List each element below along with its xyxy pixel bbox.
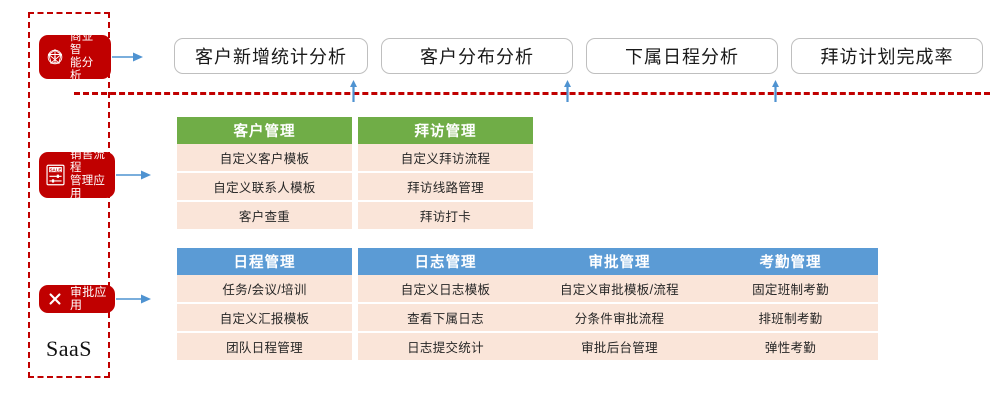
- table-row[interactable]: 团队日程管理: [177, 333, 352, 360]
- badge-approval-app-label: 审批应用: [70, 285, 107, 312]
- svg-text:SALE: SALE: [49, 167, 61, 172]
- table-row[interactable]: 自定义联系人模板: [177, 173, 352, 202]
- badge-sales-process-app[interactable]: SALE 销售流程 管理应用: [39, 149, 115, 200]
- horizontal-dashed-divider: [74, 92, 990, 95]
- table-log-management: 日志管理 自定义日志模板 查看下属日志 日志提交统计: [358, 248, 533, 360]
- table-header: 考勤管理: [703, 248, 878, 275]
- badge-approval-app[interactable]: 审批应用: [39, 285, 115, 313]
- top-button-customer-growth-analysis[interactable]: 客户新增统计分析: [174, 38, 368, 74]
- table-row[interactable]: 审批后台管理: [532, 333, 707, 360]
- table-row[interactable]: 自定义客户模板: [177, 144, 352, 173]
- table-attendance-management: 考勤管理 固定班制考勤 排班制考勤 弹性考勤: [703, 248, 878, 360]
- table-header: 日程管理: [177, 248, 352, 275]
- sale-sliders-icon: SALE: [44, 163, 66, 187]
- top-button-visit-plan-completion-rate[interactable]: 拜访计划完成率: [791, 38, 983, 74]
- table-row[interactable]: 客户查重: [177, 202, 352, 229]
- arrow-bi-to-analysis: [112, 51, 144, 63]
- table-header: 拜访管理: [358, 117, 533, 144]
- table-row[interactable]: 任务/会议/培训: [177, 275, 352, 304]
- up-arrow-2: [562, 80, 573, 102]
- table-visit-management: 拜访管理 自定义拜访流程 拜访线路管理 拜访打卡: [358, 117, 533, 229]
- table-row[interactable]: 拜访线路管理: [358, 173, 533, 202]
- table-row[interactable]: 排班制考勤: [703, 304, 878, 333]
- badge-business-intelligence[interactable]: 商业智 能分析: [39, 31, 111, 82]
- table-row[interactable]: 自定义拜访流程: [358, 144, 533, 173]
- network-graph-icon: [44, 45, 66, 69]
- table-header: 日志管理: [358, 248, 533, 275]
- up-arrow-3: [770, 80, 781, 102]
- table-row[interactable]: 日志提交统计: [358, 333, 533, 360]
- arrow-approval-to-tables: [116, 293, 152, 305]
- table-row[interactable]: 弹性考勤: [703, 333, 878, 360]
- top-button-subordinate-schedule-analysis[interactable]: 下属日程分析: [586, 38, 778, 74]
- up-arrow-1: [348, 80, 359, 102]
- arrow-sales-to-tables: [116, 169, 152, 181]
- table-schedule-management: 日程管理 任务/会议/培训 自定义汇报模板 团队日程管理: [177, 248, 352, 360]
- table-row[interactable]: 自定义审批模板/流程: [532, 275, 707, 304]
- table-row[interactable]: 固定班制考勤: [703, 275, 878, 304]
- table-header: 审批管理: [532, 248, 707, 275]
- table-header: 客户管理: [177, 117, 352, 144]
- table-row[interactable]: 拜访打卡: [358, 202, 533, 229]
- table-row[interactable]: 自定义日志模板: [358, 275, 533, 304]
- table-row[interactable]: 查看下属日志: [358, 304, 533, 333]
- cross-approval-icon: [44, 287, 66, 311]
- table-approval-management: 审批管理 自定义审批模板/流程 分条件审批流程 审批后台管理: [532, 248, 707, 360]
- table-row[interactable]: 自定义汇报模板: [177, 304, 352, 333]
- badge-sales-process-app-label: 销售流程 管理应用: [70, 149, 106, 200]
- table-customer-management: 客户管理 自定义客户模板 自定义联系人模板 客户查重: [177, 117, 352, 229]
- table-row[interactable]: 分条件审批流程: [532, 304, 707, 333]
- top-button-customer-distribution-analysis[interactable]: 客户分布分析: [381, 38, 573, 74]
- saas-label: SaaS: [46, 336, 92, 361]
- badge-business-intelligence-label: 商业智 能分析: [70, 31, 94, 82]
